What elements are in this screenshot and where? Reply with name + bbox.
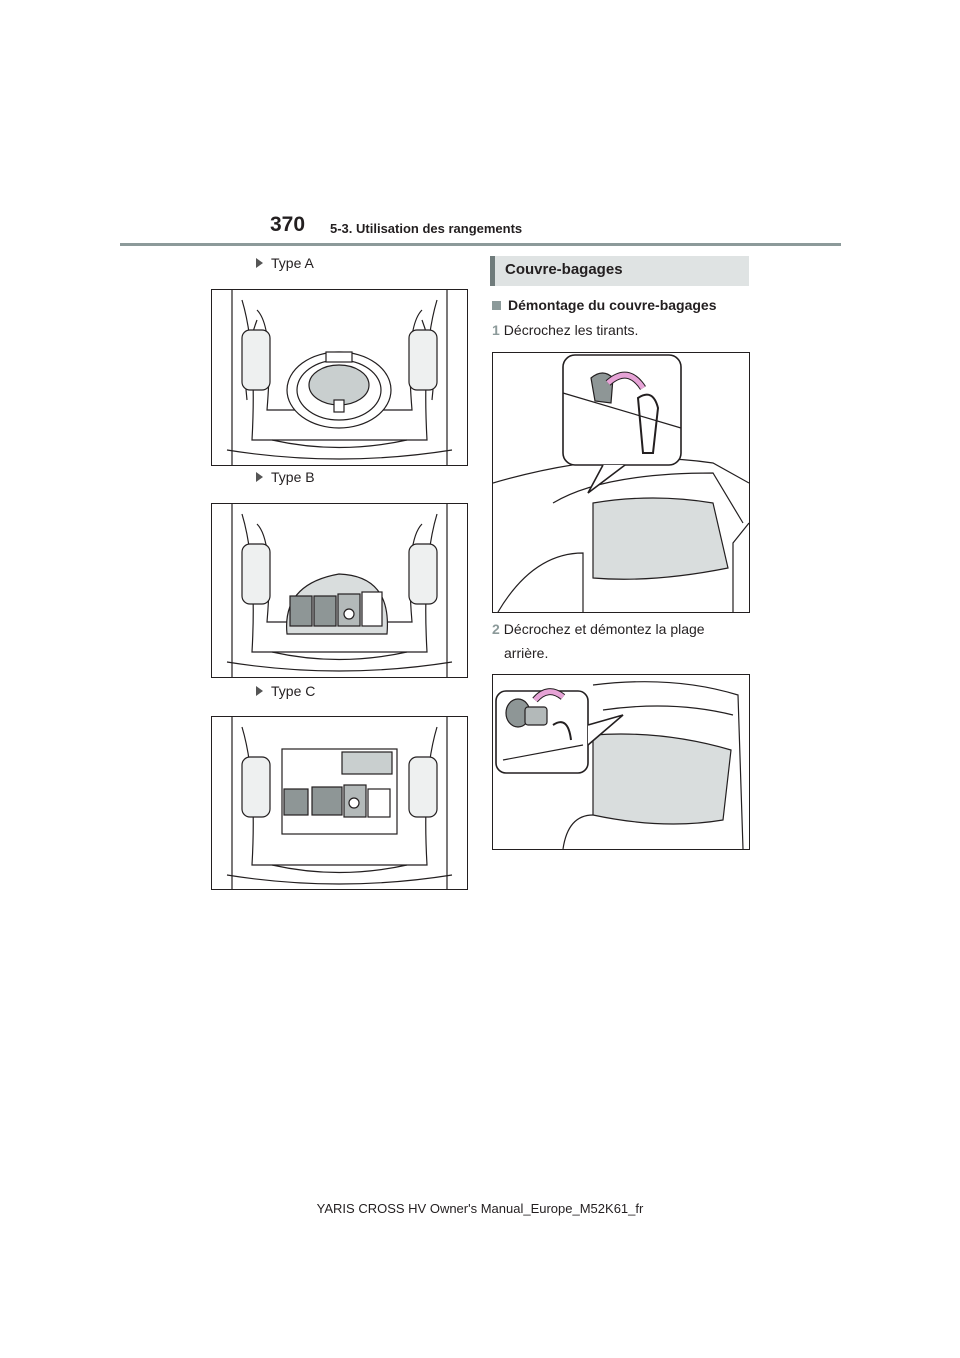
triangle-bullet-icon (256, 258, 263, 269)
footer-text: YARIS CROSS HV Owner's Manual_Europe_M52… (316, 1201, 644, 1216)
section-title: 5-3. Utilisation des rangements (330, 221, 523, 236)
triangle-bullet-icon (256, 472, 263, 483)
trunk-illustration-type-a (211, 289, 468, 466)
type-a-label: Type A (256, 255, 314, 271)
type-b-label: Type B (256, 469, 315, 485)
tailgate-strap-illustration (492, 352, 750, 613)
page-number: 370 (270, 213, 306, 236)
type-c-label: Type C (256, 683, 315, 699)
step-number: 2 (492, 621, 500, 637)
square-bullet-icon (492, 300, 501, 310)
header-divider (120, 243, 841, 246)
step-number: 1 (492, 322, 500, 338)
section-heading-box: Couvre-bagages (490, 256, 749, 286)
step-text: Décrochez et démontez la plage (503, 621, 705, 637)
sub-heading: Démontage du couvre-bagages (492, 297, 717, 313)
step-text-continued: arrière. (504, 645, 549, 661)
trunk-illustration-type-c (211, 716, 468, 890)
trunk-illustration-type-b (211, 503, 468, 678)
step-text: Décrochez les tirants. (503, 322, 639, 338)
section-heading: Couvre-bagages (505, 261, 623, 278)
parcel-shelf-illustration (492, 674, 750, 850)
triangle-bullet-icon (256, 686, 263, 697)
